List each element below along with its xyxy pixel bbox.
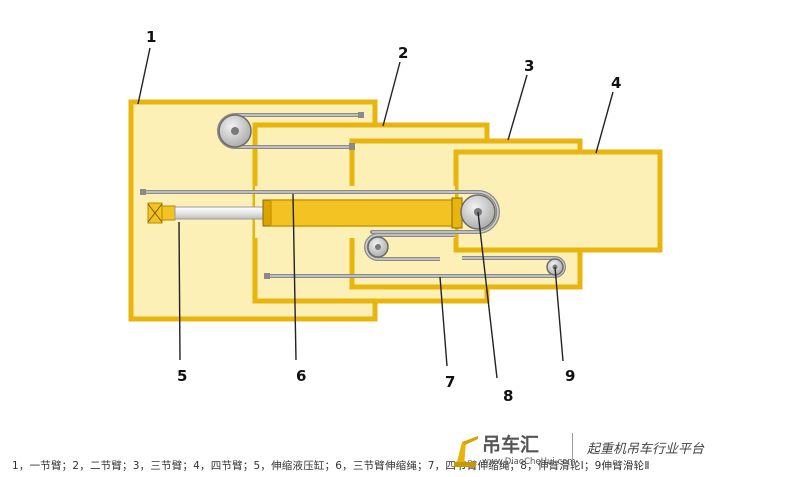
label-7: 7 xyxy=(445,373,455,391)
label-6: 6 xyxy=(296,367,306,385)
label-2: 2 xyxy=(398,44,408,62)
rope-middle-inner xyxy=(365,234,455,260)
label-3: 3 xyxy=(524,57,534,75)
rope-4th-section-inner xyxy=(268,257,565,277)
crane-logo-icon xyxy=(454,436,478,467)
leader-lines xyxy=(137,47,614,379)
label-1: 1 xyxy=(146,28,156,46)
legend-caption: 1，一节臂；2，二节臂；3，三节臂；4，四节臂；5，伸缩液压缸；6，三节臂伸缩绳… xyxy=(12,460,650,472)
label-4: 4 xyxy=(611,74,621,92)
watermark-slogan: 起重机吊车行业平台 xyxy=(587,442,705,457)
label-5: 5 xyxy=(177,367,187,385)
section-walls xyxy=(372,102,583,319)
watermark-divider xyxy=(572,433,573,465)
watermark-brand: 吊车汇 xyxy=(482,434,540,456)
rope-anchors xyxy=(140,112,364,279)
label-8: 8 xyxy=(503,387,513,405)
label-9: 9 xyxy=(565,367,575,385)
hydraulic-cylinder xyxy=(147,197,463,229)
middle-sheave xyxy=(367,236,389,258)
watermark-url: www.DiaoCheHui.com xyxy=(482,457,576,467)
rope-3rd-section-inner xyxy=(145,191,499,233)
top-sheave xyxy=(218,114,252,148)
watermark: 吊车汇 www.DiaoCheHui.com 起重机吊车行业平台 xyxy=(452,430,752,470)
